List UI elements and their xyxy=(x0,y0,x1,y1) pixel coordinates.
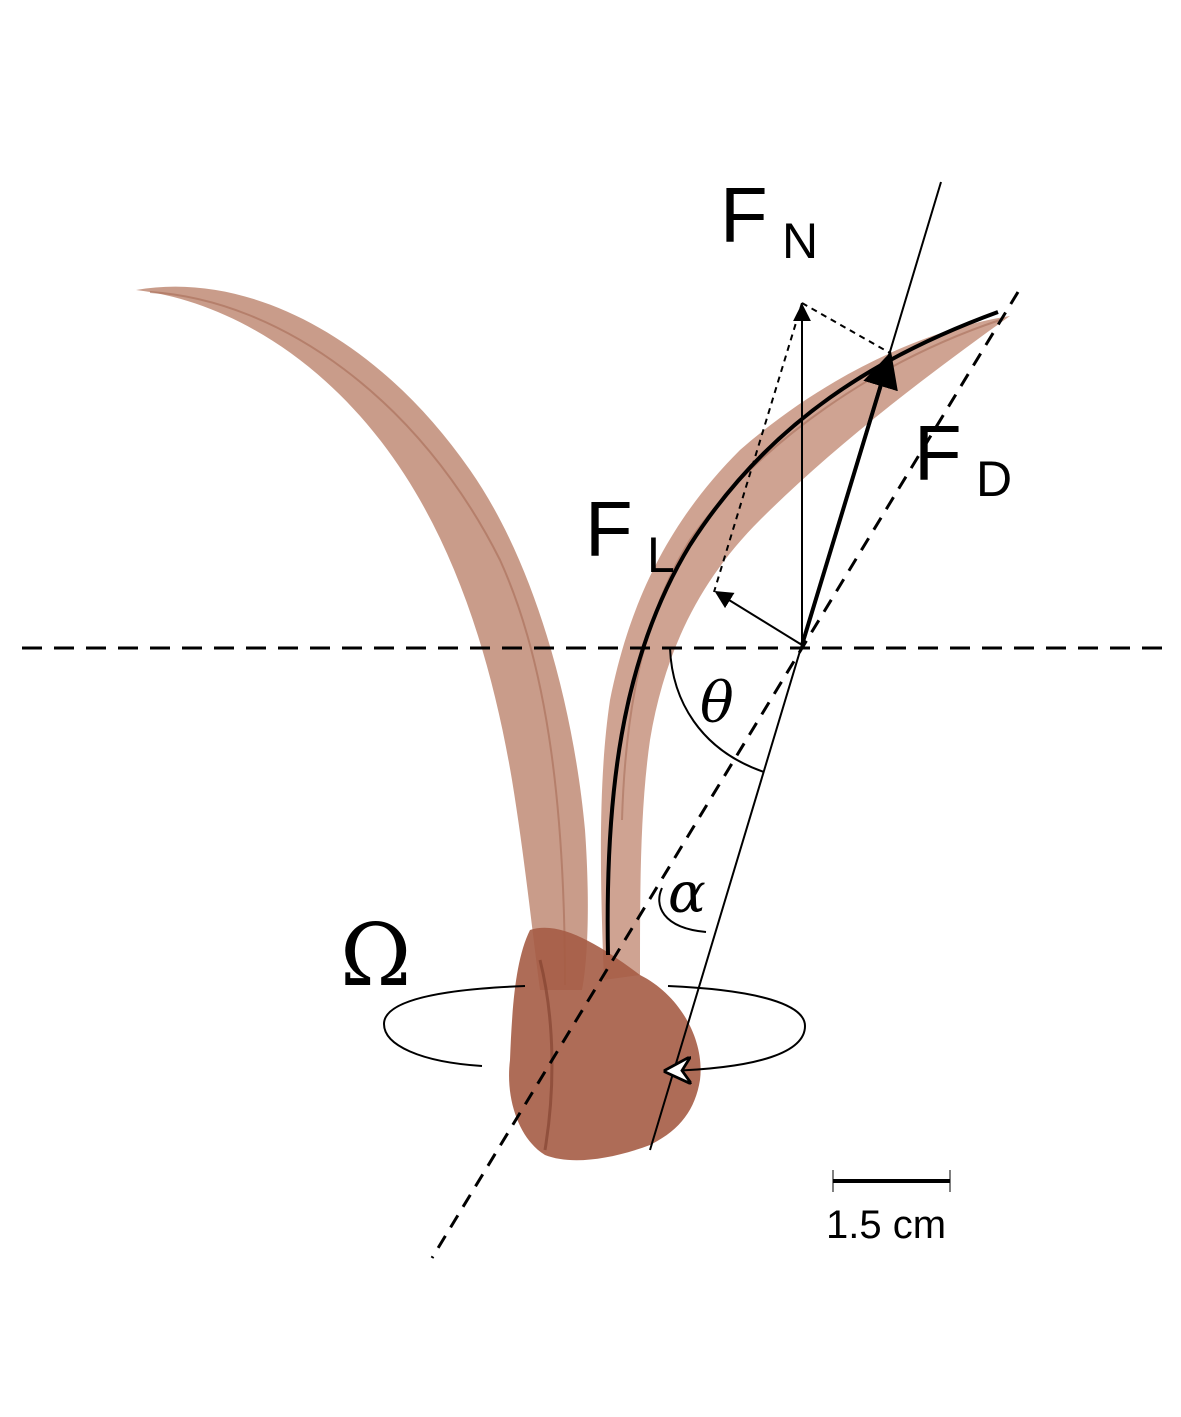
seed-body xyxy=(509,927,701,1161)
alpha-label: α xyxy=(668,861,706,926)
fl-arrow xyxy=(714,591,803,646)
left-wing-vein xyxy=(149,291,566,986)
omega-rotation-left xyxy=(382,985,526,1067)
scale-bar: 1.5 cm xyxy=(826,1170,951,1247)
fd-label: F xyxy=(914,409,962,497)
fl-subscript: L xyxy=(647,527,675,583)
alpha-arc xyxy=(658,887,707,933)
construction-dashed-top xyxy=(801,302,891,354)
fd-subscript: D xyxy=(976,451,1012,507)
fd-arrow xyxy=(800,351,898,646)
omega-rotation-right xyxy=(668,985,807,1071)
theta-label: θ xyxy=(700,671,734,736)
left-wing xyxy=(136,286,588,990)
chord-dashed-line xyxy=(430,291,1020,1259)
omega-label: Ω xyxy=(340,906,411,1006)
fl-label: F xyxy=(585,485,633,573)
fn-label: F xyxy=(720,171,768,259)
theta-arc xyxy=(669,647,765,773)
fn-subscript: N xyxy=(782,213,818,269)
seed-shade xyxy=(538,959,554,1151)
right-wing xyxy=(600,316,1010,980)
scale-bar-label: 1.5 cm xyxy=(826,1203,946,1247)
